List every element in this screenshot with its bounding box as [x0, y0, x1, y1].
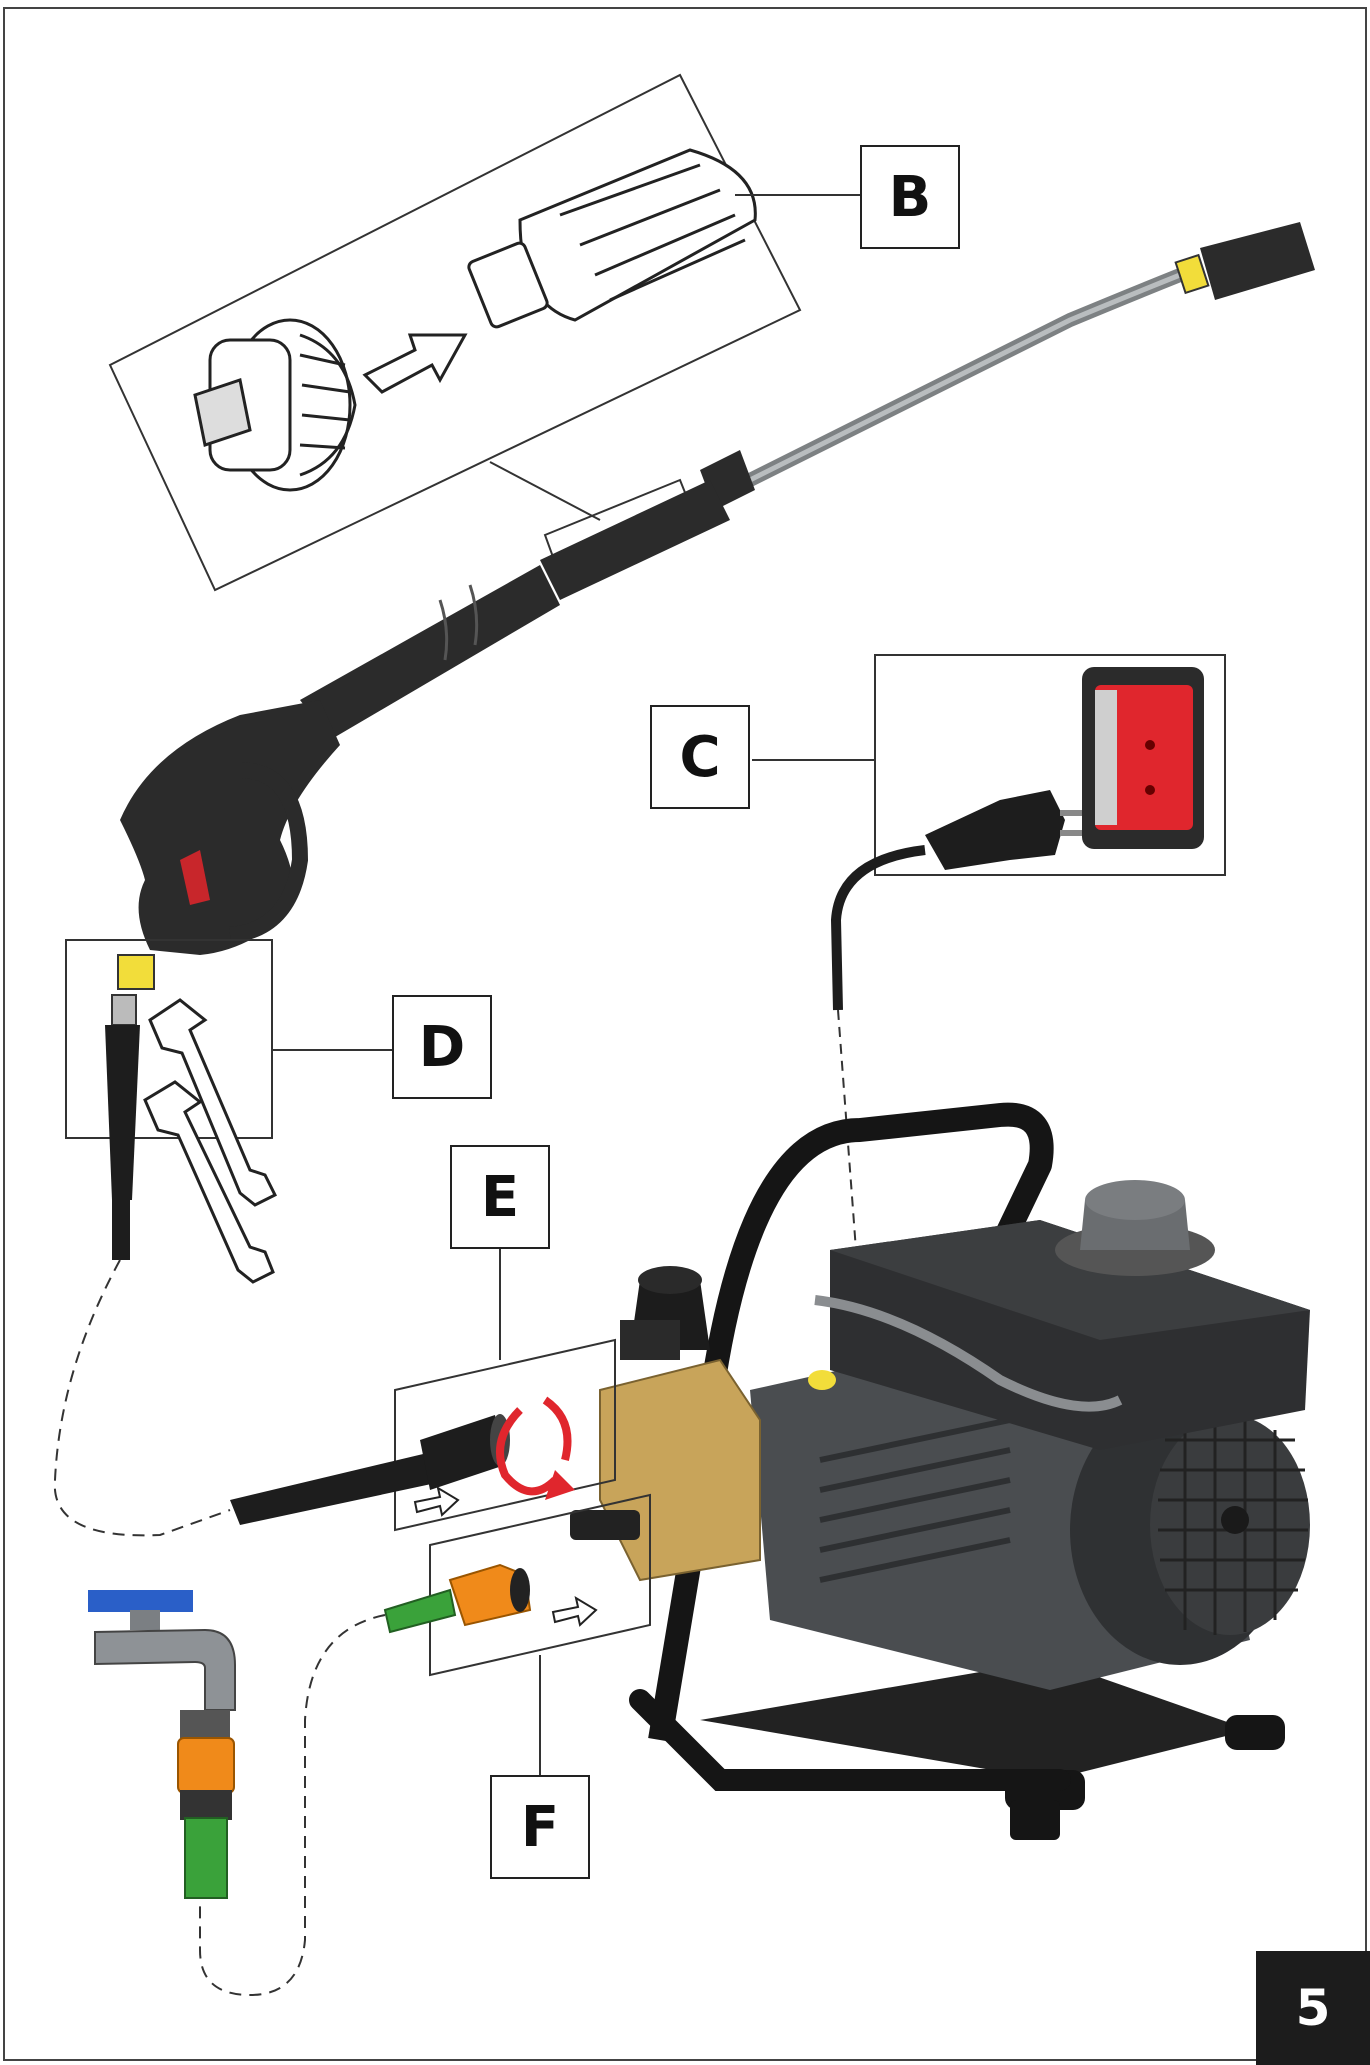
- pressure-knob: [1055, 1180, 1215, 1276]
- power-plug-icon: [925, 790, 1082, 870]
- quick-coupler-illustration: [193, 318, 357, 492]
- gun-outlet-fitting: [117, 954, 155, 990]
- callout-f: F: [490, 1775, 590, 1879]
- spray-gun: [117, 222, 1315, 990]
- water-tap: [88, 1590, 236, 1899]
- pump-water-inlet: [570, 1510, 640, 1540]
- spray-nozzle: [1200, 222, 1315, 300]
- pump-outlet-hose-fitting: [230, 1414, 510, 1525]
- insert-arrow-icon: [362, 333, 468, 394]
- callout-b: B: [860, 145, 960, 249]
- high-pressure-hose-dashed: [53, 1259, 231, 1537]
- nozzle-yellow-ring: [1174, 253, 1210, 295]
- pressure-washer-unit: [570, 1102, 1310, 1840]
- lance-coupling: [540, 480, 730, 600]
- page-border: [3, 7, 1367, 2061]
- hose-end-fitting: [105, 994, 140, 1260]
- power-cable: [830, 845, 926, 1011]
- detail-b-inset: [108, 73, 802, 592]
- garden-hose-connector: [383, 1563, 532, 1634]
- tap-connector-orange: [177, 1737, 235, 1794]
- fan-grill: [1158, 1415, 1308, 1635]
- push-arrow-f-icon: [551, 1595, 598, 1627]
- gun-handle: [120, 700, 340, 955]
- callout-d: D: [392, 995, 492, 1099]
- detail-f-box: [429, 1493, 651, 1677]
- trigger-lock-red: [180, 850, 210, 905]
- power-socket-icon: [1082, 667, 1204, 849]
- page-number: 5: [1256, 1951, 1370, 2065]
- rotate-clockwise-icon: [496, 1396, 572, 1496]
- push-arrow-e-icon: [413, 1485, 460, 1517]
- garden-hose-green: [184, 1817, 228, 1899]
- tap-handle-blue: [88, 1590, 193, 1612]
- detail-d-box: [65, 939, 273, 1139]
- callout-e: E: [450, 1145, 550, 1249]
- water-supply-hose-dashed: [199, 1614, 386, 1997]
- nozzle-illustration: [467, 148, 757, 329]
- leader-line-b-coupling: [489, 461, 601, 521]
- callout-c: C: [650, 705, 750, 809]
- wrench-icon: [143, 998, 278, 1284]
